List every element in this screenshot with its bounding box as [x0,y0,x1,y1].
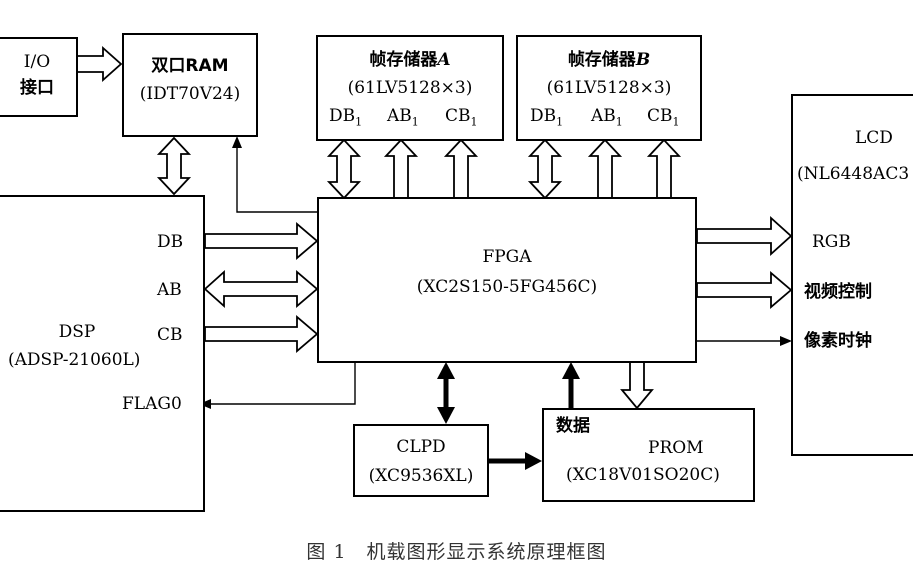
prom-part: (XC18V01SO20C) [566,465,720,485]
dsp-part: (ADSP-21060L) [8,350,141,370]
arrow-fba-cb [443,138,479,199]
arrow-fba-db [326,138,362,200]
figure-caption: 图 1 机载图形显示系统原理框图 [306,541,607,563]
dpram-part: (IDT70V24) [139,84,241,104]
arrow-fpga-prom [620,361,654,410]
arrowhead-prom-fpga [562,362,580,379]
dpram-block [122,33,258,137]
frame-buffer-a-db: DB1 [329,106,363,129]
frame-buffer-b-name: 帧存储器B [567,50,651,70]
arrow-dsp-db [204,222,319,260]
frame-buffer-b-db: DB1 [530,106,564,129]
arrow-rgb [696,215,793,257]
arrowhead-clpd-prom [525,452,542,470]
dsp-name: DSP [58,322,96,342]
clpd-block [353,424,489,497]
fpga-block [317,197,697,363]
dsp-flag0: FLAG0 [122,394,182,414]
arrowhead-flag0 [199,399,211,409]
io-label-cn: 接口 [20,78,54,98]
frame-buffer-a-part: (61LV5128×3) [347,78,473,98]
signal-pixel-clock: 像素时钟 [804,331,872,351]
frame-buffer-b-ab: AB1 [591,106,623,129]
io-block [0,37,78,117]
frame-buffer-a-block [316,35,504,141]
prom-name: PROM [648,438,704,458]
arrow-fbb-ab [587,138,623,199]
clpd-name: CLPD [396,437,446,457]
prom-data-label: 数据 [556,416,590,436]
frame-buffer-a-name: 帧存储器A [369,50,451,70]
prom-block [542,408,755,502]
lcd-part: (NL6448AC3 [797,164,910,184]
dsp-ab: AB [157,280,182,300]
dsp-block [0,195,205,512]
arrow-io-to-dpram [74,45,123,83]
dsp-cb: CB [157,325,183,345]
arrow-dpram-dsp [156,136,192,196]
frame-buffer-a-ab: AB1 [387,106,419,129]
arrow-dsp-cb [204,315,319,353]
arrow-dsp-ab [203,269,319,309]
dpram-name: 双口RAM [151,56,229,76]
arrow-fba-ab [383,138,419,199]
arrow-video-ctrl [696,271,793,309]
line-fpga-dpram [236,144,318,213]
fpga-name: FPGA [482,247,532,267]
io-label: I/O [23,52,51,72]
arrowhead-clpd-down [437,407,455,424]
frame-buffer-b-block [516,35,702,141]
lcd-name: LCD [855,128,893,148]
signal-video-ctrl: 视频控制 [804,282,872,302]
fpga-part: (XC2S150-5FG456C) [416,277,598,297]
dsp-db: DB [157,232,184,252]
line-fpga-flag0 [208,362,356,405]
arrowhead-clpd-up [437,362,455,379]
arrowhead-pixel-clock [780,336,792,346]
frame-buffer-b-cb: CB1 [647,106,680,129]
clpd-part: (XC9536XL) [368,466,474,486]
arrow-fbb-cb [646,138,682,199]
arrowhead-dpram [232,136,242,148]
frame-buffer-a-cb: CB1 [445,106,478,129]
arrow-fbb-db [527,138,563,200]
signal-rgb: RGB [812,232,851,252]
lcd-block [791,94,913,456]
frame-buffer-b-part: (61LV5128×3) [546,78,672,98]
